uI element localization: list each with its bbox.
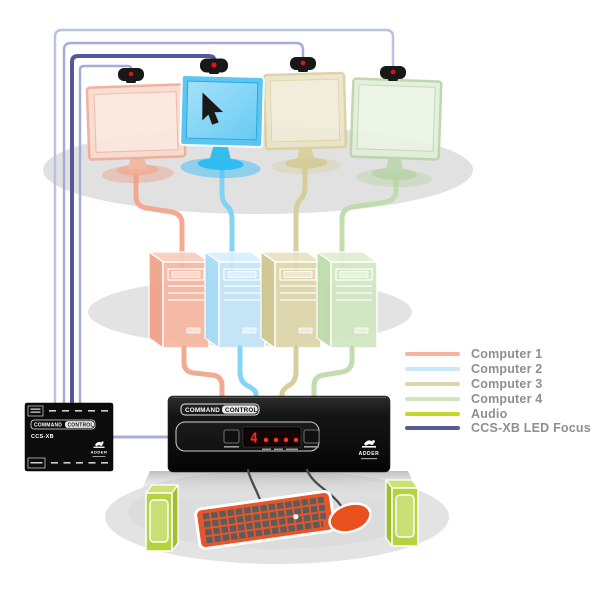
switch-button-right xyxy=(303,429,320,444)
tower-computer3 xyxy=(260,251,322,349)
adder-logo-text: ADDER xyxy=(359,451,380,457)
legend-swatch-computer2 xyxy=(405,367,460,372)
monitor4-neck xyxy=(385,157,404,173)
switch-brand-control: CONTROL xyxy=(225,407,258,414)
switch-led-dot-1 xyxy=(263,437,269,443)
switch-led-dot-2 xyxy=(273,437,279,443)
webcam4-led xyxy=(390,69,396,75)
legend-swatch-ccsxb xyxy=(405,426,460,431)
speaker-left-grille xyxy=(149,499,169,543)
switch-display-digit: 4 xyxy=(250,432,258,447)
monitor4-screen xyxy=(356,84,436,152)
cable-tower1-switch xyxy=(181,345,225,401)
monitor-computer4 xyxy=(349,77,443,188)
focusunit-brand-command: COMMAND xyxy=(34,423,62,429)
speaker-left xyxy=(145,484,179,552)
legend-row-ccsxb: CCS-XB LED Focus xyxy=(405,421,595,436)
cable-monitor4 xyxy=(339,175,399,271)
monitor-computer3 xyxy=(262,71,348,175)
monitor1-base xyxy=(116,164,159,176)
tower-computer4 xyxy=(316,251,378,349)
webcam-computer1 xyxy=(118,68,144,83)
switch-brand-command: COMMAND xyxy=(185,407,220,414)
legend-swatch-computer1 xyxy=(405,352,460,357)
focusunit-port-labels-bottom xyxy=(51,462,108,464)
focus-cable-computer1 xyxy=(78,64,133,405)
webcam-computer3 xyxy=(290,57,316,72)
legend-row-computer2: Computer 2 xyxy=(405,362,595,377)
cable-monitor3 xyxy=(293,163,308,271)
focusunit-brand-logo: COMMAND CONTROL xyxy=(30,419,96,430)
focusunit-adder-text: ADDER xyxy=(91,450,108,455)
webcam-computer4 xyxy=(380,66,406,81)
tower-computer2 xyxy=(204,251,266,349)
switch-button-left xyxy=(223,429,240,444)
legend-label-computer2: Computer 2 xyxy=(471,362,543,377)
focus-cable-computer3 xyxy=(62,41,305,405)
legend-row-computer1: Computer 1 xyxy=(405,347,595,362)
webcam-computer2 xyxy=(200,58,228,74)
ccs-xb-focus-unit: COMMAND CONTROL CCS-XB ADDER xyxy=(24,402,114,472)
monitor2-screen xyxy=(185,80,259,141)
legend-label-computer4: Computer 4 xyxy=(471,391,543,406)
legend-label-computer3: Computer 3 xyxy=(471,376,543,391)
focusunit-port-labels-top xyxy=(49,410,108,412)
monitor2-base xyxy=(197,157,244,171)
monitor3-screen xyxy=(269,78,341,143)
switch-display-label-1 xyxy=(262,448,271,450)
legend-row-computer4: Computer 4 xyxy=(405,391,595,406)
speaker-right xyxy=(385,479,419,547)
switch-display-label-3 xyxy=(286,448,298,450)
webcam3-led xyxy=(300,60,306,66)
cable-keyboard xyxy=(246,468,262,502)
switch-display-label-2 xyxy=(274,448,283,450)
monitor4-base xyxy=(371,167,418,181)
webcam1-led xyxy=(128,71,134,77)
cable-tower2-switch xyxy=(237,345,259,401)
kvm-switch: COMMAND CONTROL 4 ADDER xyxy=(167,395,391,473)
legend-label-audio: Audio xyxy=(471,406,508,421)
switch-led-dot-4 xyxy=(293,437,299,443)
focusunit-brand-control: CONTROL xyxy=(68,423,94,429)
focusunit-port-group-bottom xyxy=(27,457,46,469)
cable-monitor2 xyxy=(219,165,235,271)
legend-swatch-audio xyxy=(405,411,460,416)
focusunit-model: CCS-XB xyxy=(31,434,54,440)
legend-swatch-computer3 xyxy=(405,381,460,386)
cursor-arrow-icon xyxy=(202,92,223,125)
adder-logo: ADDER xyxy=(359,440,380,460)
switch-button-left-label xyxy=(224,446,239,448)
legend-label-computer1: Computer 1 xyxy=(471,347,543,362)
keyboard xyxy=(194,490,336,550)
focusunit-adder-logo: ADDER xyxy=(91,441,108,457)
tower-computer1 xyxy=(148,251,210,349)
speaker-right-grille xyxy=(395,494,415,538)
switch-brand-logo: COMMAND CONTROL xyxy=(180,403,260,416)
webcam2-led xyxy=(211,62,217,68)
cable-mouse xyxy=(305,468,344,509)
monitor2-neck xyxy=(209,143,231,160)
legend-row-computer3: Computer 3 xyxy=(405,377,595,392)
switch-led-dot-3 xyxy=(283,437,289,443)
legend-row-audio: Audio xyxy=(405,406,595,421)
keyboard-indicator-dot xyxy=(293,514,299,520)
switch-reflection xyxy=(136,471,422,502)
monitor1-screen xyxy=(93,91,179,153)
focus-cable-computer2-active xyxy=(70,54,216,405)
switch-button-right-label xyxy=(304,446,319,448)
monitor3-base xyxy=(285,157,328,169)
legend: Computer 1 Computer 2 Computer 3 Compute… xyxy=(405,347,595,436)
focusunit-port-group-top xyxy=(27,405,44,417)
monitor-computer2-active xyxy=(179,74,265,179)
cable-monitor1 xyxy=(133,171,185,271)
cable-tower3-switch xyxy=(279,345,299,401)
focus-cable-computer4 xyxy=(53,28,395,405)
mouse xyxy=(328,502,372,534)
legend-label-ccsxb: CCS-XB LED Focus xyxy=(471,421,591,436)
cable-tower4-switch xyxy=(311,345,355,401)
legend-swatch-computer4 xyxy=(405,396,460,401)
